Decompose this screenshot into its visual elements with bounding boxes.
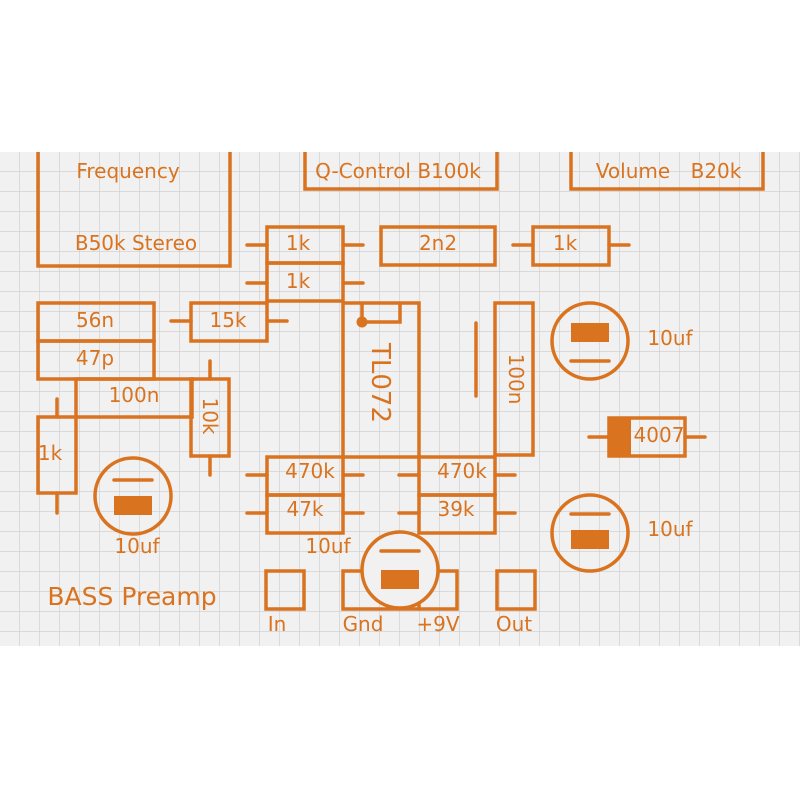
capacitor-100n-horizontal-label: 100n (109, 383, 160, 407)
resistor-1k-top-b: 1k (245, 261, 365, 303)
pot-frequency-value: B50k Stereo (75, 231, 197, 255)
electrolytic-10uf-right-top-label: 10uf (647, 326, 693, 350)
pad-out: Out (495, 569, 537, 636)
pot-volume: Volume B20k (569, 152, 765, 191)
pot-volume-value: B20k (691, 159, 742, 183)
resistor-470k-right-label: 470k (437, 459, 487, 483)
capacitor-47p-label: 47p (76, 346, 114, 370)
capacitor-100n-vertical-label: 100n (504, 354, 528, 405)
pot-frequency-name: Frequency (76, 159, 179, 183)
resistor-10k-label: 10k (198, 397, 222, 434)
resistor-1k-left: 1k (36, 397, 78, 515)
resistor-470k-left-label: 470k (285, 459, 335, 483)
electrolytic-10uf-right-bottom: 10uf (550, 493, 694, 573)
resistor-10k: 10k (189, 359, 231, 477)
pad-gnd-label: Gnd (343, 612, 384, 636)
diode-4007: 4007 (587, 416, 707, 458)
board-title: BASS Preamp (47, 582, 216, 611)
pad-9v-label: +9V (416, 612, 459, 636)
resistor-1k-top-b-label: 1k (286, 269, 311, 293)
resistor-1k-top-a-label: 1k (286, 231, 311, 255)
pad-in: In (264, 569, 306, 636)
resistor-1k-top-c-label: 1k (553, 231, 578, 255)
resistor-1k-top-c: 1k (511, 225, 631, 267)
pot-volume-name: Volume (596, 159, 670, 183)
capacitor-2n2-label: 2n2 (419, 231, 457, 255)
resistor-15k-label: 15k (209, 308, 246, 332)
ic-tl072: TL072 (341, 301, 421, 459)
electrolytic-10uf-left-label: 10uf (114, 534, 160, 558)
electrolytic-10uf-left: 10uf (93, 456, 173, 558)
resistor-39k: 39k (397, 493, 517, 535)
resistor-47k: 47k (245, 493, 365, 535)
diode-4007-label: 4007 (634, 423, 685, 447)
resistor-39k-label: 39k (437, 497, 474, 521)
resistor-1k-left-label: 1k (38, 441, 63, 465)
pot-q-control: Q-Control B100k (303, 152, 499, 191)
electrolytic-10uf-right-bottom-label: 10uf (647, 517, 693, 541)
resistor-470k-left: 470k (245, 455, 365, 497)
resistor-15k: 15k (169, 301, 289, 343)
capacitor-56n-label: 56n (76, 308, 114, 332)
capacitor-100n-vertical: 100n (493, 301, 535, 457)
pot-q-control-label: Q-Control B100k (315, 159, 481, 183)
ic-tl072-label: TL072 (365, 342, 395, 423)
resistor-470k-right: 470k (397, 455, 517, 497)
capacitor-47p: 47p (36, 339, 156, 381)
electrolytic-10uf-center-label: 10uf (305, 534, 351, 558)
capacitor-2n2: 2n2 (379, 225, 497, 267)
pad-out-label: Out (496, 612, 532, 636)
electrolytic-10uf-center: 10uf (305, 530, 440, 610)
electrolytic-10uf-right-top: 10uf (550, 301, 694, 381)
pot-frequency: Frequency B50k Stereo (36, 152, 232, 268)
pad-in-label: In (268, 612, 287, 636)
resistor-47k-label: 47k (286, 497, 323, 521)
